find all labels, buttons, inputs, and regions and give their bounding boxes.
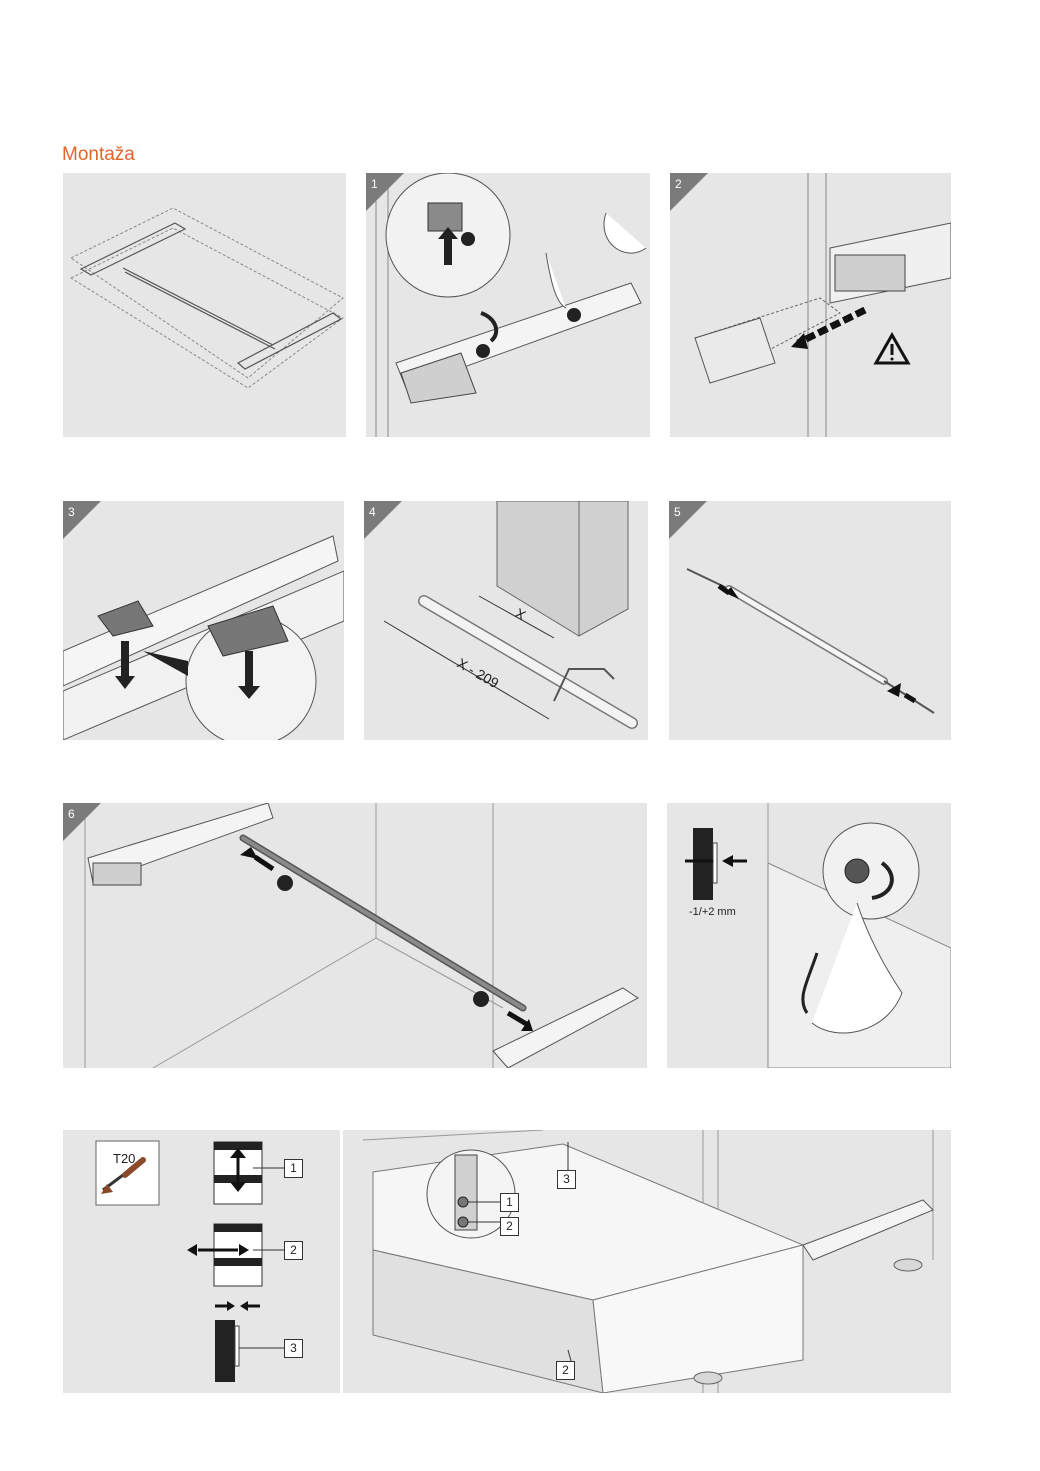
step-number: 3 (68, 505, 75, 519)
adjust-label-3: 3 (284, 1339, 303, 1358)
panel-step-1: 3 1 2 1 (366, 173, 650, 437)
drawer-assembly-illustration (362, 1130, 934, 1393)
step-number: 1 (371, 177, 378, 191)
step-number: 5 (674, 505, 681, 519)
panel-adjust-depth: -1/+2 mm (667, 803, 951, 1068)
callout-2: 2 (480, 347, 485, 357)
drawer-overview-illustration (69, 207, 344, 389)
panel-drawer-assembly: 1 2 3 2 (343, 1130, 951, 1393)
step-5-illustration (686, 568, 935, 714)
callout-1: 1 (282, 879, 288, 890)
callout-3: 3 (465, 235, 470, 245)
step-corner (670, 173, 708, 211)
step-number: 2 (675, 177, 682, 191)
page-title: Montaža (62, 144, 135, 165)
step-2-illustration (694, 173, 951, 437)
step-number: 4 (369, 505, 376, 519)
step-corner (366, 173, 404, 211)
panel-adjustment-tools: T20 1 2 3 (63, 1130, 340, 1393)
adjust-label-2: 2 (284, 1241, 303, 1260)
step-3-illustration (63, 535, 344, 740)
drawer-label-3: 3 (557, 1170, 576, 1189)
panel-step-3: 3 (63, 501, 344, 740)
panel-step-6: 1 2 6 (63, 803, 647, 1068)
drawer-label-2: 2 (500, 1217, 519, 1236)
step-1-illustration: 3 1 2 (375, 173, 647, 437)
drawer-label-1: 1 (500, 1193, 519, 1212)
step-corner (63, 501, 101, 539)
drawer-label-2-front: 2 (556, 1361, 575, 1380)
callout-2: 2 (478, 995, 484, 1006)
panel-step-4: X X - 209 4 (364, 501, 648, 740)
step-corner (63, 803, 101, 841)
step-corner (669, 501, 707, 539)
step-6-illustration: 1 2 (84, 803, 639, 1068)
dimension-x: X (513, 605, 530, 624)
panel-step-5: 5 (669, 501, 951, 740)
dimension-x-minus: X - 209 (455, 655, 502, 692)
depth-adjust-illustration (685, 803, 951, 1068)
tool-label: T20 (113, 1151, 136, 1166)
step-corner (364, 501, 402, 539)
step-number: 6 (68, 807, 75, 821)
adjustment-diagram (95, 1140, 285, 1382)
step-4-illustration: X X - 209 (383, 501, 638, 729)
adjust-label-1: 1 (284, 1159, 303, 1178)
panel-step-2: 2 (670, 173, 951, 437)
adjust-range-label: -1/+2 mm (689, 906, 736, 918)
callout-1: 1 (571, 311, 576, 321)
panel-overview (63, 173, 346, 437)
